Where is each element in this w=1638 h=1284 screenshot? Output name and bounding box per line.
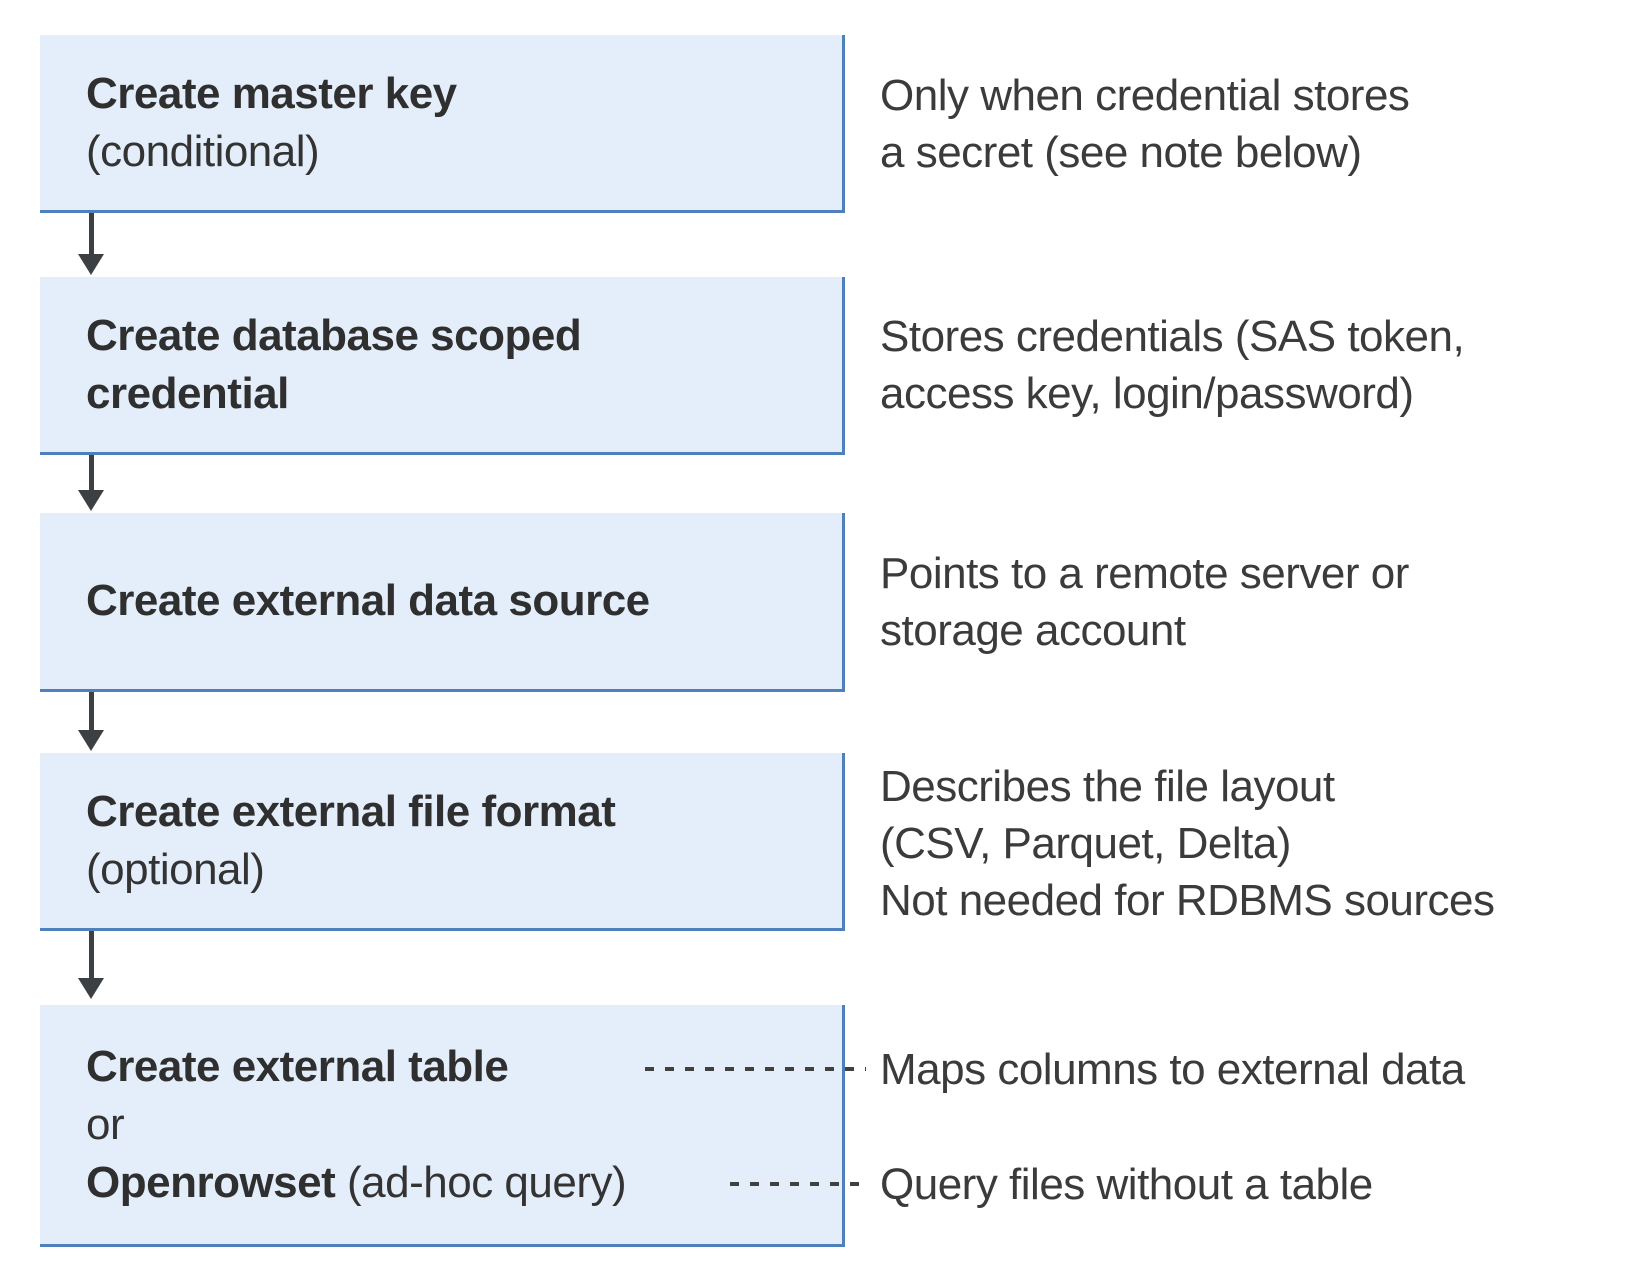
- note-line: (CSV, Parquet, Delta): [880, 819, 1291, 868]
- arrow-head-icon: [78, 978, 104, 999]
- step-or-text: or: [86, 1096, 822, 1154]
- note-external-table: Maps columns to external data: [880, 1041, 1630, 1098]
- step-subtitle-text: (optional): [86, 844, 265, 894]
- step-title-bold: Create external data source: [86, 576, 650, 625]
- arrow-shaft: [88, 931, 94, 981]
- step-or-label: or: [86, 1099, 125, 1149]
- down-arrow-3: [78, 692, 104, 751]
- step-title: credential: [86, 365, 822, 423]
- step-title: Openrowset (ad-hoc query): [86, 1154, 822, 1212]
- step-title-bold: Create external table: [86, 1041, 509, 1091]
- note-line: Only when credential stores: [880, 71, 1410, 120]
- note-line: Points to a remote server or: [880, 549, 1409, 598]
- note-line: access key, login/password): [880, 369, 1414, 418]
- step-title: Create database scoped: [86, 307, 822, 365]
- step-box-create-scoped-credential: Create database scoped credential: [40, 277, 845, 455]
- note-openrowset: Query files without a table: [880, 1156, 1630, 1213]
- arrow-head-icon: [78, 490, 104, 511]
- down-arrow-4: [78, 931, 104, 999]
- note-line: Stores credentials (SAS token,: [880, 312, 1465, 361]
- note-line: Describes the file layout: [880, 762, 1335, 811]
- note-line: Not needed for RDBMS sources: [880, 876, 1495, 925]
- step-subtitle-text: (conditional): [86, 126, 320, 176]
- note-data-source: Points to a remote server or storage acc…: [880, 545, 1630, 659]
- note-line: a secret (see note below): [880, 128, 1362, 177]
- note-line: storage account: [880, 606, 1186, 655]
- step-title-bold: credential: [86, 368, 289, 418]
- step-title-bold: Create master key: [86, 68, 457, 118]
- step-title-bold: Create external file format: [86, 786, 616, 836]
- dash-connector-openrowset: [730, 1182, 866, 1186]
- note-file-format: Describes the file layout (CSV, Parquet,…: [880, 758, 1630, 929]
- step-title-normal: (ad-hoc query): [335, 1157, 627, 1207]
- step-subtitle: (conditional): [86, 123, 822, 181]
- note-line: Query files without a table: [880, 1160, 1373, 1209]
- step-subtitle: (optional): [86, 841, 822, 899]
- step-title: Create external table: [86, 1038, 822, 1096]
- down-arrow-2: [78, 455, 104, 511]
- arrow-shaft: [88, 692, 94, 733]
- arrow-shaft: [88, 455, 94, 493]
- note-master-key: Only when credential stores a secret (se…: [880, 67, 1630, 181]
- arrow-head-icon: [78, 730, 104, 751]
- step-title: Create master key: [86, 65, 822, 123]
- step-box-create-external-data-source: Create external data source: [40, 513, 845, 692]
- step-box-create-external-table-or-openrowset: Create external table or Openrowset (ad-…: [40, 1005, 845, 1247]
- step-box-create-external-file-format: Create external file format (optional): [40, 753, 845, 931]
- dash-connector-external-table: [645, 1067, 866, 1071]
- step-title: Create external file format: [86, 783, 822, 841]
- note-scoped-credential: Stores credentials (SAS token, access ke…: [880, 308, 1630, 422]
- down-arrow-1: [78, 213, 104, 275]
- note-line: Maps columns to external data: [880, 1045, 1465, 1094]
- step-box-create-master-key: Create master key (conditional): [40, 35, 845, 213]
- arrow-head-icon: [78, 254, 104, 275]
- arrow-shaft: [88, 213, 94, 257]
- step-title-bold: Openrowset: [86, 1157, 336, 1207]
- step-title: Create external data source: [86, 572, 822, 630]
- step-title-bold: Create database scoped: [86, 310, 582, 360]
